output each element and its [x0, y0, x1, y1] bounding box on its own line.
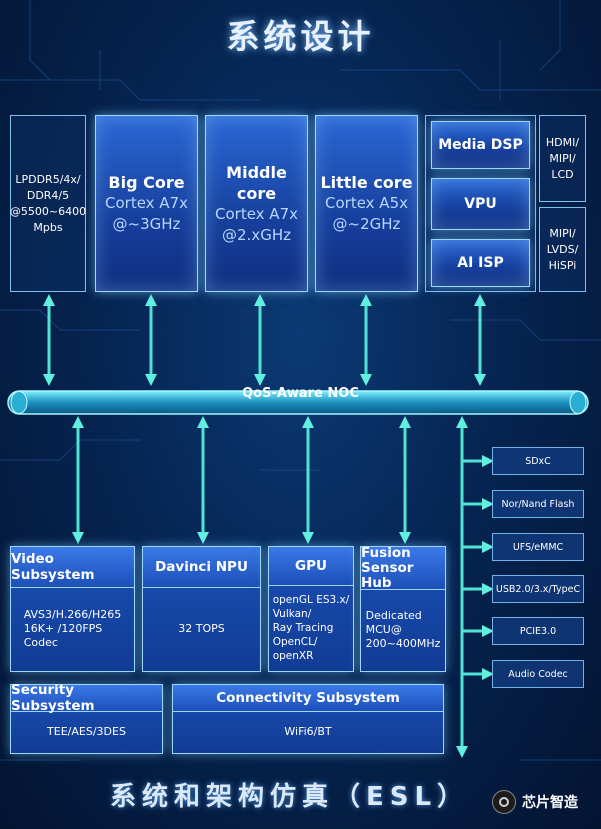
security-subsystem-title: Security Subsystem	[11, 682, 162, 714]
memory-controller-box: LPDDR5/4x/ DDR4/5 @5500~6400 Mpbs	[10, 115, 86, 292]
security-subsystem-box: Security Subsystem TEE/AES/3DES	[10, 682, 163, 754]
peripheral-pcie: PCIE3.0	[492, 617, 584, 645]
little-core-type: Cortex A5x	[325, 194, 408, 212]
watermark: 芯片智造	[492, 790, 578, 814]
lower-arrows	[72, 416, 468, 758]
footer-caption: 系统和架构仿真（ESL）	[110, 782, 470, 812]
video-subsystem-body: AVS3/H.266/H265 16K+ /120FPS Codec	[23, 608, 122, 649]
big-core-name: Big Core	[108, 173, 185, 192]
middle-core-name: Middle core	[226, 162, 287, 203]
hdmi-display-box: HDMI/ MIPI/ LCD	[539, 115, 586, 202]
middle-core-box: Middle core Cortex A7x @2.xGHz	[205, 115, 308, 292]
peripheral-flash: Nor/Nand Flash	[492, 490, 584, 518]
peripheral-sdxc: SDxC	[492, 447, 584, 475]
connectivity-subsystem-body: WiFi6/BT	[284, 725, 332, 738]
little-core-name: Little core	[320, 173, 413, 192]
upper-arrows	[43, 294, 486, 386]
peripheral-audio: Audio Codec	[492, 660, 584, 688]
peripheral-links	[462, 455, 494, 680]
connectivity-subsystem-title: Connectivity Subsystem	[173, 685, 443, 712]
watermark-text: 芯片智造	[522, 795, 578, 811]
media-dsp-box: Media DSP	[431, 121, 530, 169]
vpu-box: VPU	[431, 178, 530, 230]
big-core-freq: @~3GHz	[112, 215, 181, 233]
little-core-box: Little core Cortex A5x @~2GHz	[315, 115, 418, 292]
noc-bar	[7, 390, 589, 415]
wechat-logo-icon	[492, 790, 516, 814]
security-subsystem-body: TEE/AES/3DES	[47, 725, 126, 738]
video-subsystem-title: Video Subsystem	[11, 547, 134, 588]
big-core-type: Cortex A7x	[105, 194, 188, 212]
npu-body: 32 TOPS	[178, 622, 225, 635]
noc-label: QoS-Aware NOC	[242, 386, 359, 401]
npu-title: Davinci NPU	[143, 547, 260, 588]
gpu-body: openGL ES3.x/ Vulkan/ Ray Tracing OpenCL…	[272, 594, 350, 662]
page-title: 系统设计	[226, 17, 375, 56]
gpu-title: GPU	[269, 547, 353, 586]
video-subsystem-box: Video Subsystem AVS3/H.266/H265 16K+ /12…	[10, 546, 135, 672]
peripheral-ufs: UFS/eMMC	[492, 533, 584, 561]
npu-box: Davinci NPU 32 TOPS	[142, 546, 261, 672]
mipi-display-box: MIPI/ LVDS/ HiSPi	[539, 207, 586, 292]
little-core-freq: @~2GHz	[332, 215, 401, 233]
middle-core-freq: @2.xGHz	[222, 225, 291, 244]
big-core-box: Big Core Cortex A7x @~3GHz	[95, 115, 198, 292]
ai-isp-box: AI ISP	[431, 239, 530, 287]
sensor-hub-body: Dedicated MCU@ 200~400MHz	[365, 609, 441, 650]
peripheral-usb: USB2.0/3.x/TypeC	[492, 575, 584, 603]
middle-core-type: Cortex A7x	[215, 204, 298, 223]
sensor-hub-title: Fusion Sensor Hub	[361, 545, 445, 590]
connectivity-subsystem-box: Connectivity Subsystem WiFi6/BT	[172, 684, 444, 754]
sensor-hub-box: Fusion Sensor Hub Dedicated MCU@ 200~400…	[360, 545, 446, 672]
gpu-box: GPU openGL ES3.x/ Vulkan/ Ray Tracing Op…	[268, 546, 354, 672]
